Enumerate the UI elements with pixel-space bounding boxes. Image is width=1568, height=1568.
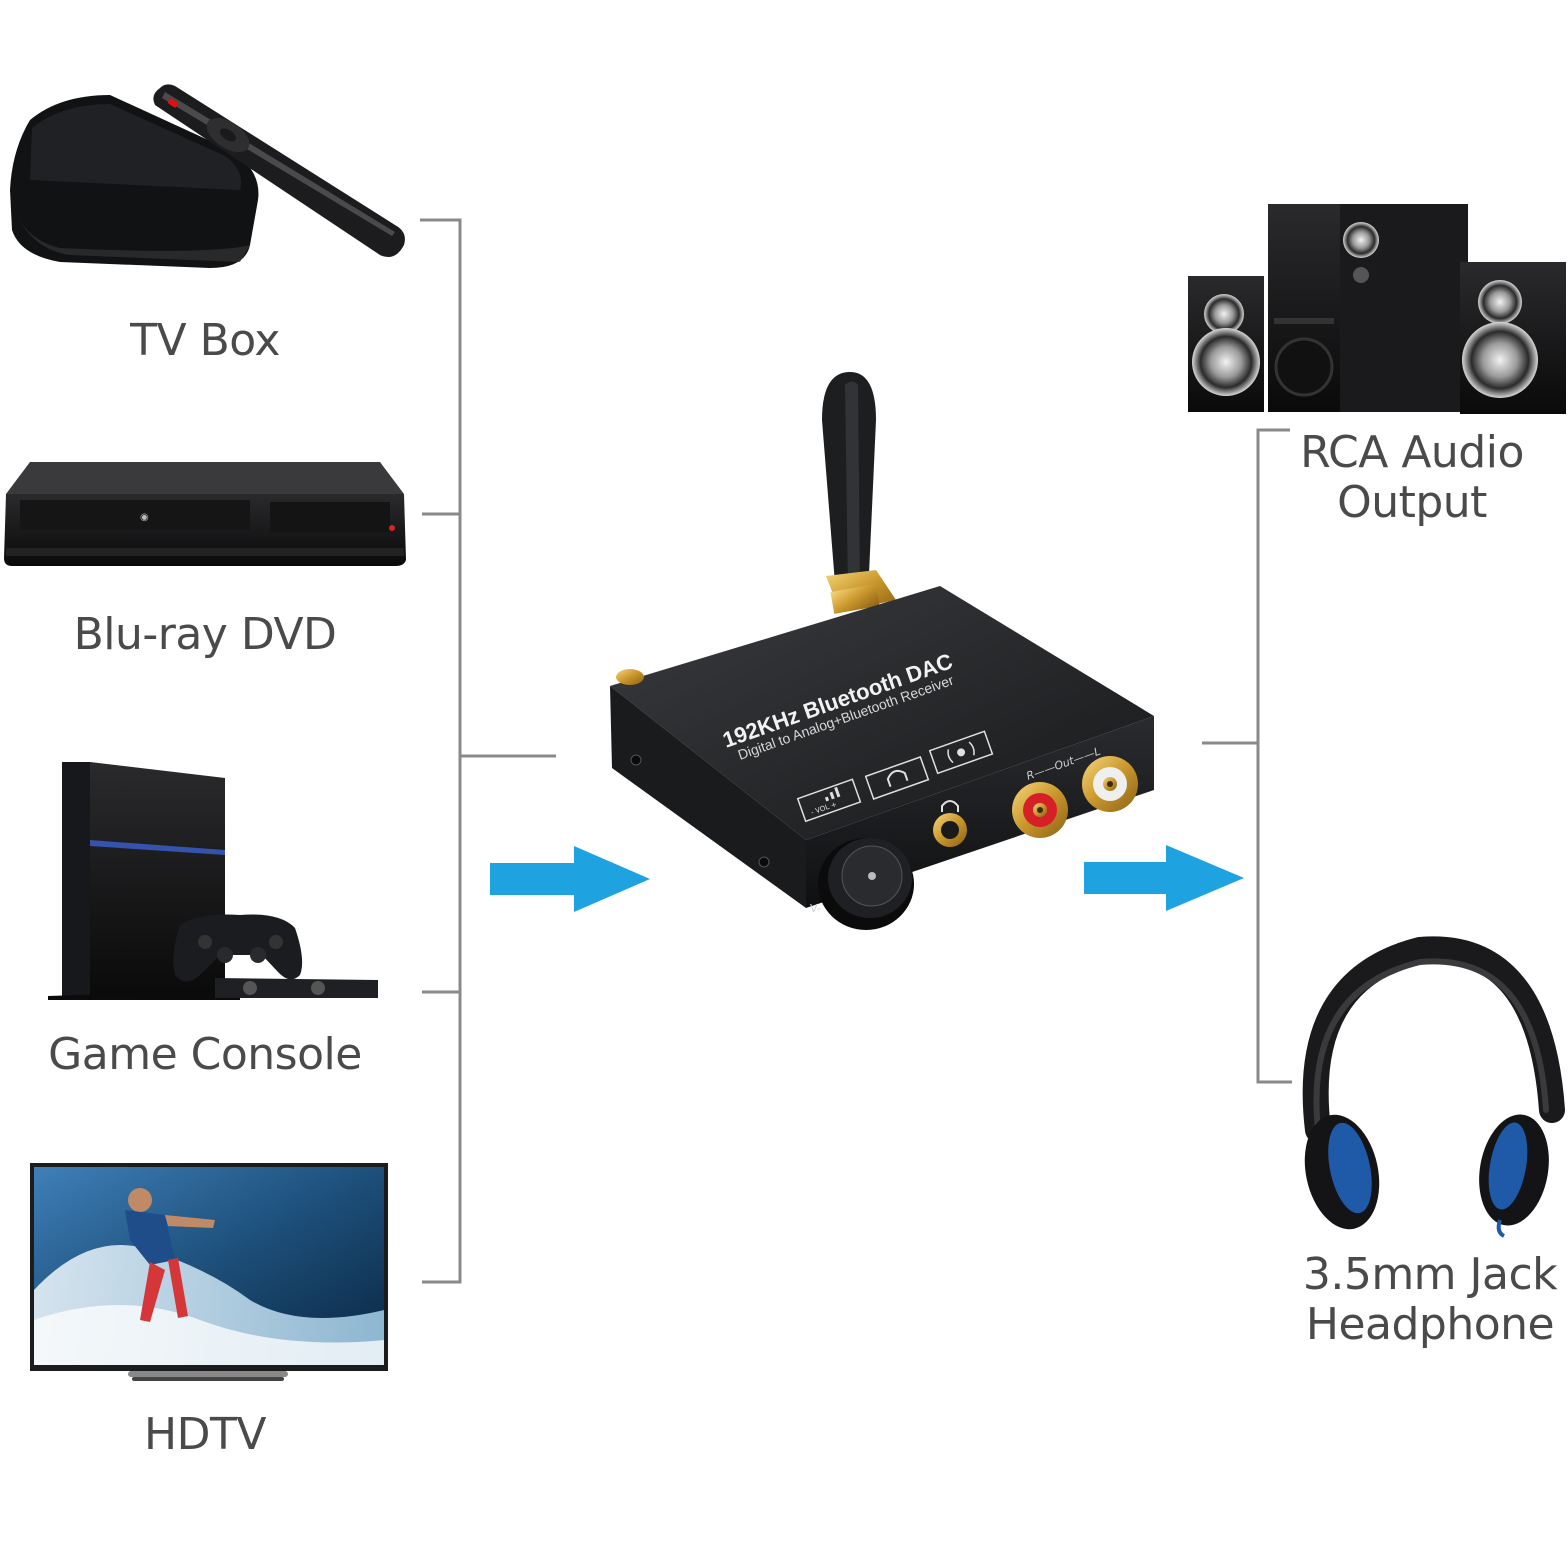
tv-box-image [10, 84, 405, 268]
svg-text:◉: ◉ [140, 512, 149, 523]
label-headphone-line-2: Headphone [1305, 1299, 1555, 1350]
headphones-image [1302, 936, 1565, 1238]
label-headphone-output: 3.5mm Jack Headphone [1280, 1250, 1568, 1350]
bluetooth-mode-icon [928, 730, 994, 775]
volume-knob [818, 838, 914, 930]
label-rca-line-1: RCA Audio [1300, 427, 1524, 478]
label-hdtv: HDTV [144, 1409, 266, 1460]
output-bracket-connector [1202, 428, 1292, 1084]
label-headphone-line-1: 3.5mm Jack [1302, 1249, 1558, 1300]
output-arrow [1084, 845, 1244, 911]
bluray-player-image: ◉ [4, 462, 406, 566]
headphone-mode-icon [864, 756, 930, 800]
label-rca-line-2: Output [1337, 477, 1487, 528]
input-bracket-connector [420, 218, 556, 1284]
rca-left-jack [1082, 756, 1138, 812]
label-game-console: Game Console [48, 1029, 362, 1080]
label-rca-output: RCA Audio Output [1262, 428, 1562, 528]
volume-label: V- [810, 902, 821, 915]
rca-right-jack [1012, 782, 1068, 838]
game-console-image [48, 762, 378, 1000]
headphone-jack [933, 800, 967, 847]
hdtv-image [30, 1163, 388, 1381]
input-arrow [490, 846, 650, 912]
dac-device: 192KHz Bluetooth DAC Digital to Analog+B… [610, 372, 1154, 930]
label-tv-box: TV Box [130, 315, 280, 366]
speaker-system-image [1188, 204, 1566, 414]
label-bluray-dvd: Blu-ray DVD [73, 609, 337, 660]
